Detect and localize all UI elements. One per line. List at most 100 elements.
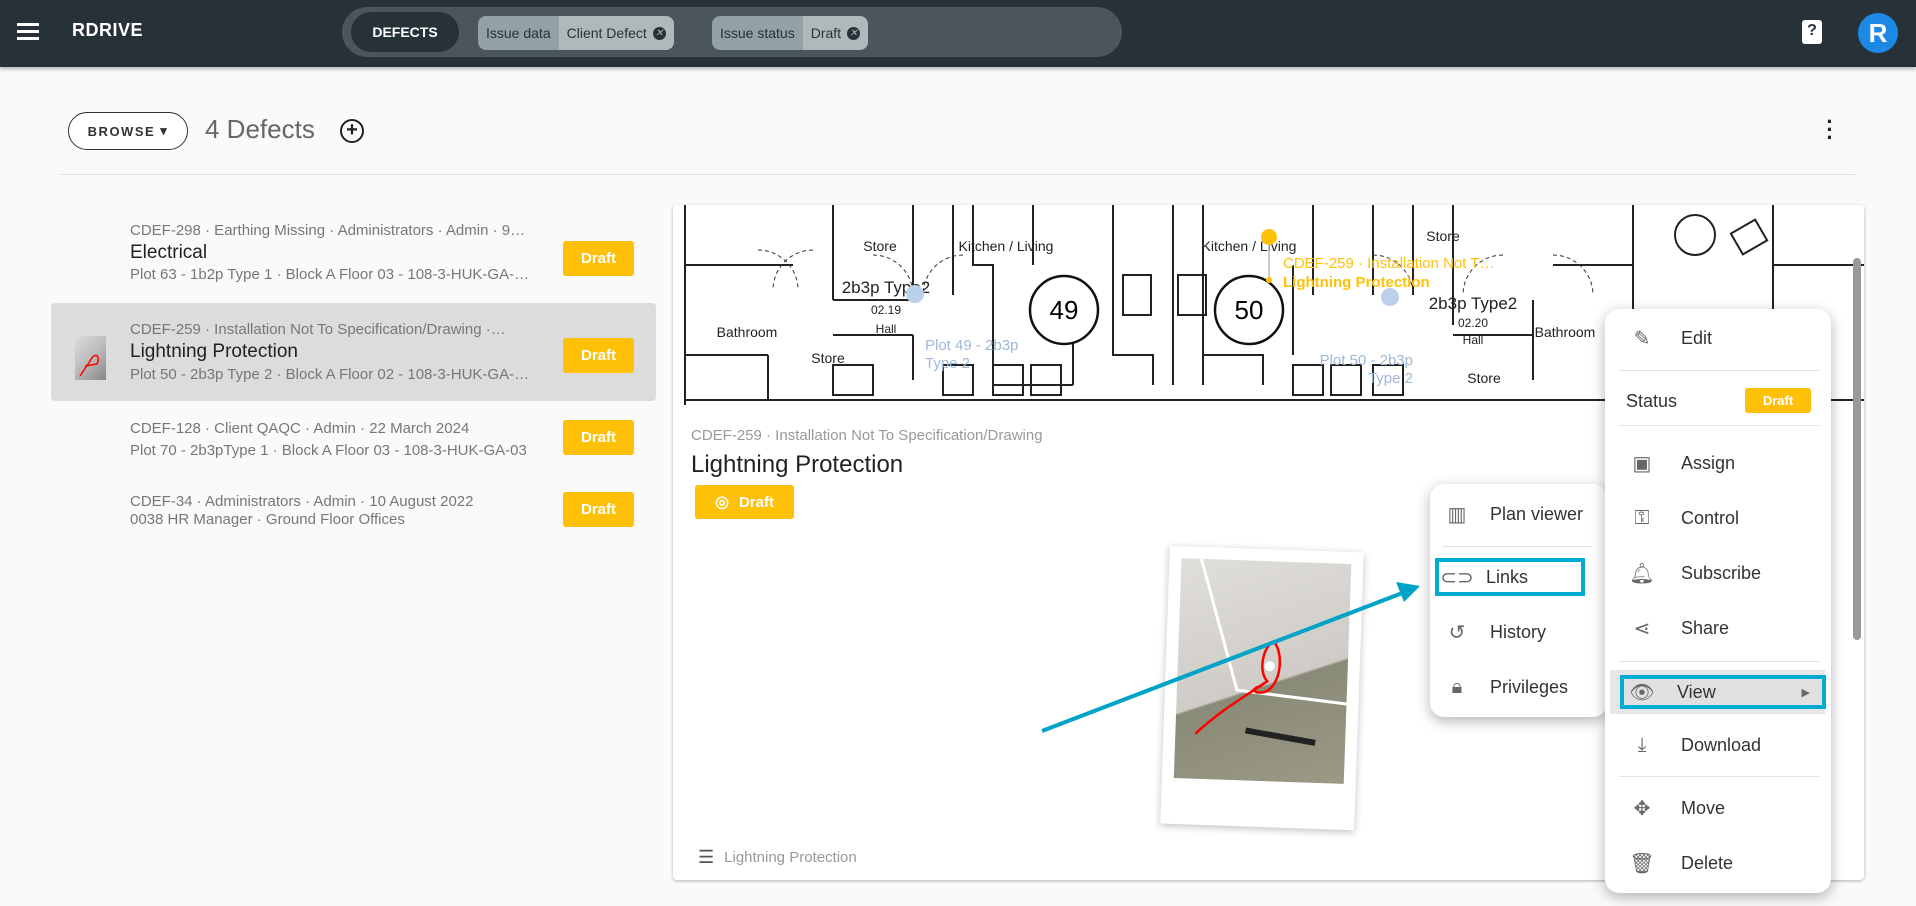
room-label: Hall bbox=[876, 322, 897, 336]
status-icon: ◎ bbox=[715, 494, 729, 511]
footer-label: Lightning Protection bbox=[724, 849, 857, 866]
user-avatar[interactable]: R bbox=[1858, 13, 1898, 53]
detail-meta: CDEF-259 · Installation Not To Specifica… bbox=[691, 427, 1043, 444]
remove-filter-icon[interactable]: ✕ bbox=[847, 26, 861, 40]
room-label: Hall bbox=[1463, 333, 1484, 347]
status-badge[interactable]: Draft bbox=[1745, 388, 1811, 413]
menu-item-control[interactable]: ⚿ Control bbox=[1605, 498, 1739, 538]
menu-item-share[interactable]: ⋖Share bbox=[1605, 608, 1729, 648]
unit-type: 2b3p Type2 bbox=[1429, 294, 1518, 313]
unit-ref: 02.19 bbox=[871, 303, 901, 317]
eye-icon: 👁︎ bbox=[1629, 681, 1655, 704]
label: Privileges bbox=[1490, 676, 1569, 697]
item-location: Plot 70 - 2b3pType 1 · Block A Floor 03 … bbox=[130, 442, 527, 459]
remove-filter-icon[interactable]: ✕ bbox=[652, 26, 666, 40]
plot-label: Type 2 bbox=[925, 355, 970, 372]
bell-icon: 🔔︎ bbox=[1629, 562, 1655, 585]
browse-label: BROWSE bbox=[87, 123, 156, 139]
menu-item-move[interactable]: ✥ Move bbox=[1605, 788, 1725, 828]
label: Move bbox=[1681, 797, 1726, 818]
add-defect-icon[interactable]: + bbox=[340, 119, 364, 143]
menu-item-edit[interactable]: ✎ Edit bbox=[1605, 318, 1712, 358]
label: History bbox=[1490, 621, 1547, 642]
divider bbox=[61, 174, 1855, 175]
unit-number: 49 bbox=[1050, 295, 1079, 325]
list-icon: ☰ bbox=[698, 847, 715, 867]
label: Control bbox=[1681, 507, 1740, 528]
map-icon: ▥ bbox=[1447, 503, 1467, 526]
share-icon: ⋖ bbox=[1633, 617, 1651, 640]
item-location: 0038 HR Manager · Ground Floor Offices bbox=[130, 511, 405, 528]
key-icon: ⚿ bbox=[1634, 506, 1650, 529]
room-label: Bathroom bbox=[717, 324, 778, 340]
trash-icon: 🗑︎ bbox=[1629, 852, 1655, 875]
move-icon: ✥ bbox=[1633, 797, 1651, 820]
status-badge[interactable]: Draft bbox=[563, 241, 634, 276]
list-item-selected-bg[interactable] bbox=[51, 303, 656, 401]
room-label: Kitchen / Living bbox=[959, 238, 1054, 254]
link-icon: ⊂⊃ bbox=[1440, 566, 1474, 589]
context-menu: ✎ Edit Status Draft ▣ Assign ⚿ Control 🔔︎ Su… bbox=[1605, 309, 1831, 893]
unit-number: 50 bbox=[1235, 295, 1264, 325]
menu-item-assign[interactable]: ▣ Assign bbox=[1605, 443, 1735, 483]
label: Plan viewer bbox=[1490, 503, 1584, 524]
plot-label: Type 2 bbox=[1368, 370, 1413, 387]
filter-chip-issue-data[interactable]: Issue data Client Defect ✕ bbox=[478, 16, 674, 50]
status-badge[interactable]: Draft bbox=[563, 420, 634, 455]
filter-key: Issue data bbox=[478, 16, 559, 50]
item-location: Plot 50 - 2b3p Type 2 · Block A Floor 02… bbox=[130, 366, 530, 383]
hamburger-menu-icon[interactable] bbox=[17, 23, 39, 41]
label: Subscribe bbox=[1681, 562, 1762, 583]
history-icon: ↺ bbox=[1448, 621, 1466, 644]
status-button[interactable]: ◎ Draft bbox=[695, 485, 794, 519]
menu-item-links[interactable]: ⊂⊃ Links bbox=[1435, 558, 1585, 596]
menu-item-privileges[interactable]: 🔒︎ Privileges bbox=[1430, 667, 1568, 707]
detail-footer: ☰ Lightning Protection bbox=[698, 847, 857, 868]
filter-value: Client Defect bbox=[566, 25, 647, 41]
label: Edit bbox=[1681, 327, 1713, 348]
menu-item-download[interactable]: ⤓Download bbox=[1605, 725, 1761, 765]
filter-chip-issue-status[interactable]: Issue status Draft ✕ bbox=[712, 16, 869, 50]
item-title: Lightning Protection bbox=[130, 341, 298, 362]
menu-item-view[interactable]: 👁︎View▶ bbox=[1620, 675, 1826, 709]
plot-label: Plot 50 - 2b3p bbox=[1320, 352, 1413, 369]
status-row: Status bbox=[1626, 381, 1677, 421]
pencil-icon: ✎ bbox=[1633, 327, 1651, 350]
status-badge[interactable]: Draft bbox=[563, 492, 634, 527]
room-label: Store bbox=[1426, 228, 1460, 244]
defect-pin-icon[interactable] bbox=[1261, 229, 1277, 245]
status-badge[interactable]: Draft bbox=[563, 338, 634, 373]
label: Delete bbox=[1681, 852, 1734, 873]
menu-item-plan-viewer[interactable]: ▥ Plan viewer bbox=[1430, 494, 1584, 534]
room-label: Store bbox=[1467, 370, 1501, 386]
label: Status bbox=[1626, 390, 1678, 411]
menu-item-delete[interactable]: 🗑︎ Delete bbox=[1605, 843, 1733, 883]
more-options-icon[interactable]: ··· bbox=[1826, 109, 1834, 150]
browse-button[interactable]: BROWSE ▾ bbox=[68, 112, 188, 150]
defect-count: 4 Defects bbox=[205, 114, 315, 144]
menu-item-history[interactable]: ↺ History bbox=[1430, 612, 1546, 652]
filter-key: Issue status bbox=[712, 16, 803, 50]
download-icon: ⤓ bbox=[1637, 733, 1647, 756]
filter-value: Draft bbox=[810, 25, 842, 41]
assign-icon: ▣ bbox=[1632, 452, 1652, 475]
item-meta: CDEF-34 · Administrators · Admin · 10 Au… bbox=[130, 493, 474, 510]
help-icon[interactable]: ? bbox=[1802, 20, 1822, 44]
section-chip[interactable]: DEFECTS bbox=[351, 12, 459, 52]
menu-item-subscribe[interactable]: 🔔︎ Subscribe bbox=[1605, 553, 1761, 593]
top-bar: RDRIVE DEFECTS Issue data Client Defect ✕… bbox=[0, 0, 1916, 67]
scrollbar[interactable] bbox=[1853, 258, 1861, 640]
label: View bbox=[1677, 681, 1716, 702]
status-label: Draft bbox=[738, 493, 774, 511]
label: Links bbox=[1486, 566, 1529, 587]
pin-label: CDEF-259 · Installation Not T… bbox=[1283, 255, 1494, 272]
room-label: Store bbox=[863, 238, 897, 254]
item-meta: CDEF-128 · Client QAQC · Admin · 22 Marc… bbox=[130, 420, 470, 437]
unit-ref: 02.20 bbox=[1458, 316, 1488, 330]
lock-icon: 🔒︎ bbox=[1451, 675, 1463, 698]
item-location: Plot 63 - 1b2p Type 1 · Block A Floor 03… bbox=[130, 266, 530, 283]
app-logo[interactable]: RDRIVE bbox=[72, 20, 144, 40]
label: Assign bbox=[1681, 452, 1736, 473]
detail-title: Lightning Protection bbox=[691, 451, 904, 478]
